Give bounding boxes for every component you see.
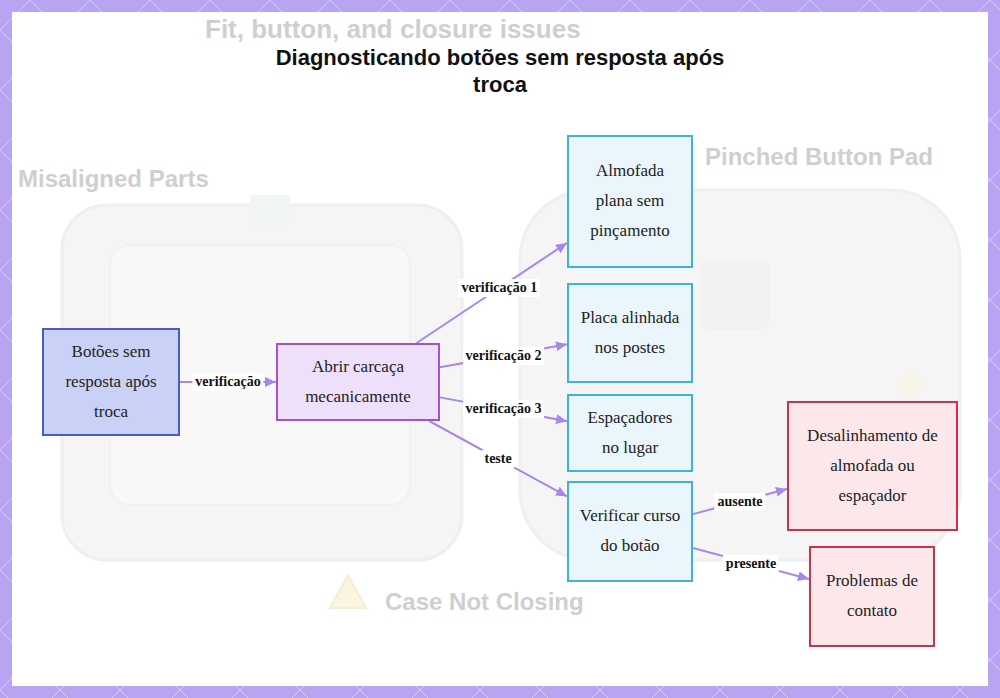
node-label: Placa alinhada nos postes	[577, 303, 683, 363]
connector-arrow	[693, 548, 809, 579]
node-label: Problemas de contato	[819, 566, 925, 626]
node-label: Botões sem resposta após troca	[52, 337, 170, 427]
connector-arrow	[440, 344, 567, 367]
node-label: Verificar curso do botão	[577, 501, 683, 561]
node-label: Espaçadores no lugar	[577, 403, 683, 463]
process-box: Abrir carcaça mecanicamente	[276, 343, 440, 421]
edge-label: verificação 1	[458, 279, 540, 297]
edge-label: verificação	[192, 373, 263, 391]
node-label: Desalinhamento de almofada ou espaçador	[797, 421, 948, 511]
watermark-label: Case Not Closing	[385, 588, 584, 616]
canvas	[12, 12, 988, 686]
result-box: Problemas de contato	[809, 546, 935, 647]
node-label: Abrir carcaça mecanicamente	[286, 352, 430, 412]
watermark-label: Fit, button, and closure issues	[205, 14, 581, 45]
result-box: Desalinhamento de almofada ou espaçador	[787, 401, 958, 531]
node-label: Almofada plana sem pinçamento	[577, 156, 683, 246]
connector-arrow	[429, 421, 567, 496]
watermark-label: Misaligned Parts	[18, 165, 209, 193]
connector-arrow	[693, 489, 787, 514]
left-part	[250, 195, 290, 225]
connector-arrow	[440, 397, 567, 421]
test-box: Verificar curso do botão	[567, 481, 693, 582]
check-box: Espaçadores no lugar	[567, 394, 693, 472]
right-dot	[898, 373, 922, 397]
edge-label: presente	[723, 555, 779, 573]
edge-label: teste	[481, 450, 514, 468]
button-pad	[700, 260, 770, 330]
connector-arrow	[417, 243, 567, 343]
watermark-label: Pinched Button Pad	[705, 143, 933, 171]
start-box: Botões sem resposta após troca	[42, 328, 180, 436]
diagram-title: Diagnosticando botões sem resposta após …	[260, 44, 740, 98]
edge-label: verificação 2	[463, 347, 545, 365]
check-box: Placa alinhada nos postes	[567, 283, 693, 383]
edge-label: ausente	[714, 493, 765, 511]
check-box: Almofada plana sem pinçamento	[567, 135, 693, 268]
edge-label: verificação 3	[463, 400, 545, 418]
warning-icon	[330, 575, 366, 608]
